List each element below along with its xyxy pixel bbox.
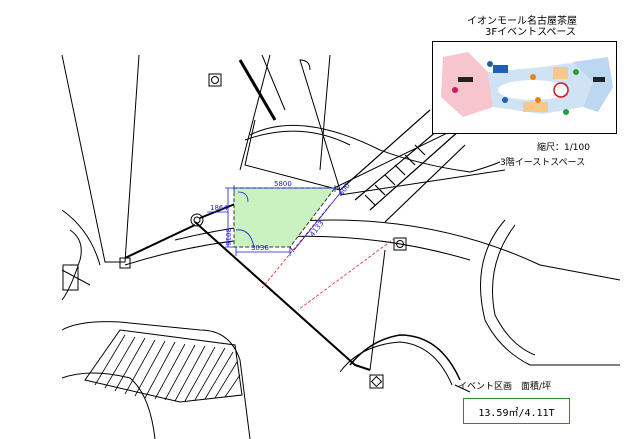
column [393, 237, 407, 251]
location-marker [553, 82, 569, 98]
area-value-box: 13.59㎡/4.11T [463, 398, 570, 424]
dim-left-offset: 1864 [210, 204, 228, 212]
dim-diagonal: 4133 [308, 219, 325, 238]
column [190, 213, 204, 227]
dimension-lines [207, 185, 344, 256]
title-line1: イオンモール名古屋茶屋 [467, 14, 577, 27]
title-line2: 3Fイベントスペース [485, 26, 576, 38]
leader-line [469, 161, 501, 173]
space-label: 3階イーストスペース [500, 157, 585, 168]
dim-left: 3016 [224, 228, 232, 246]
guide-lines [261, 204, 396, 311]
column [369, 374, 384, 389]
dim-top: 5800 [274, 180, 292, 188]
dim-corner: 600 [337, 182, 352, 197]
scale-label: 縮尺：1/100 [537, 141, 590, 153]
mall-minimap [432, 41, 617, 134]
hatched-area [84, 329, 243, 403]
dim-bottom: 3036 [251, 244, 269, 252]
wall-left [61, 54, 140, 263]
area-label: イベント区画 面積/坪 [458, 380, 551, 392]
column [208, 73, 222, 87]
